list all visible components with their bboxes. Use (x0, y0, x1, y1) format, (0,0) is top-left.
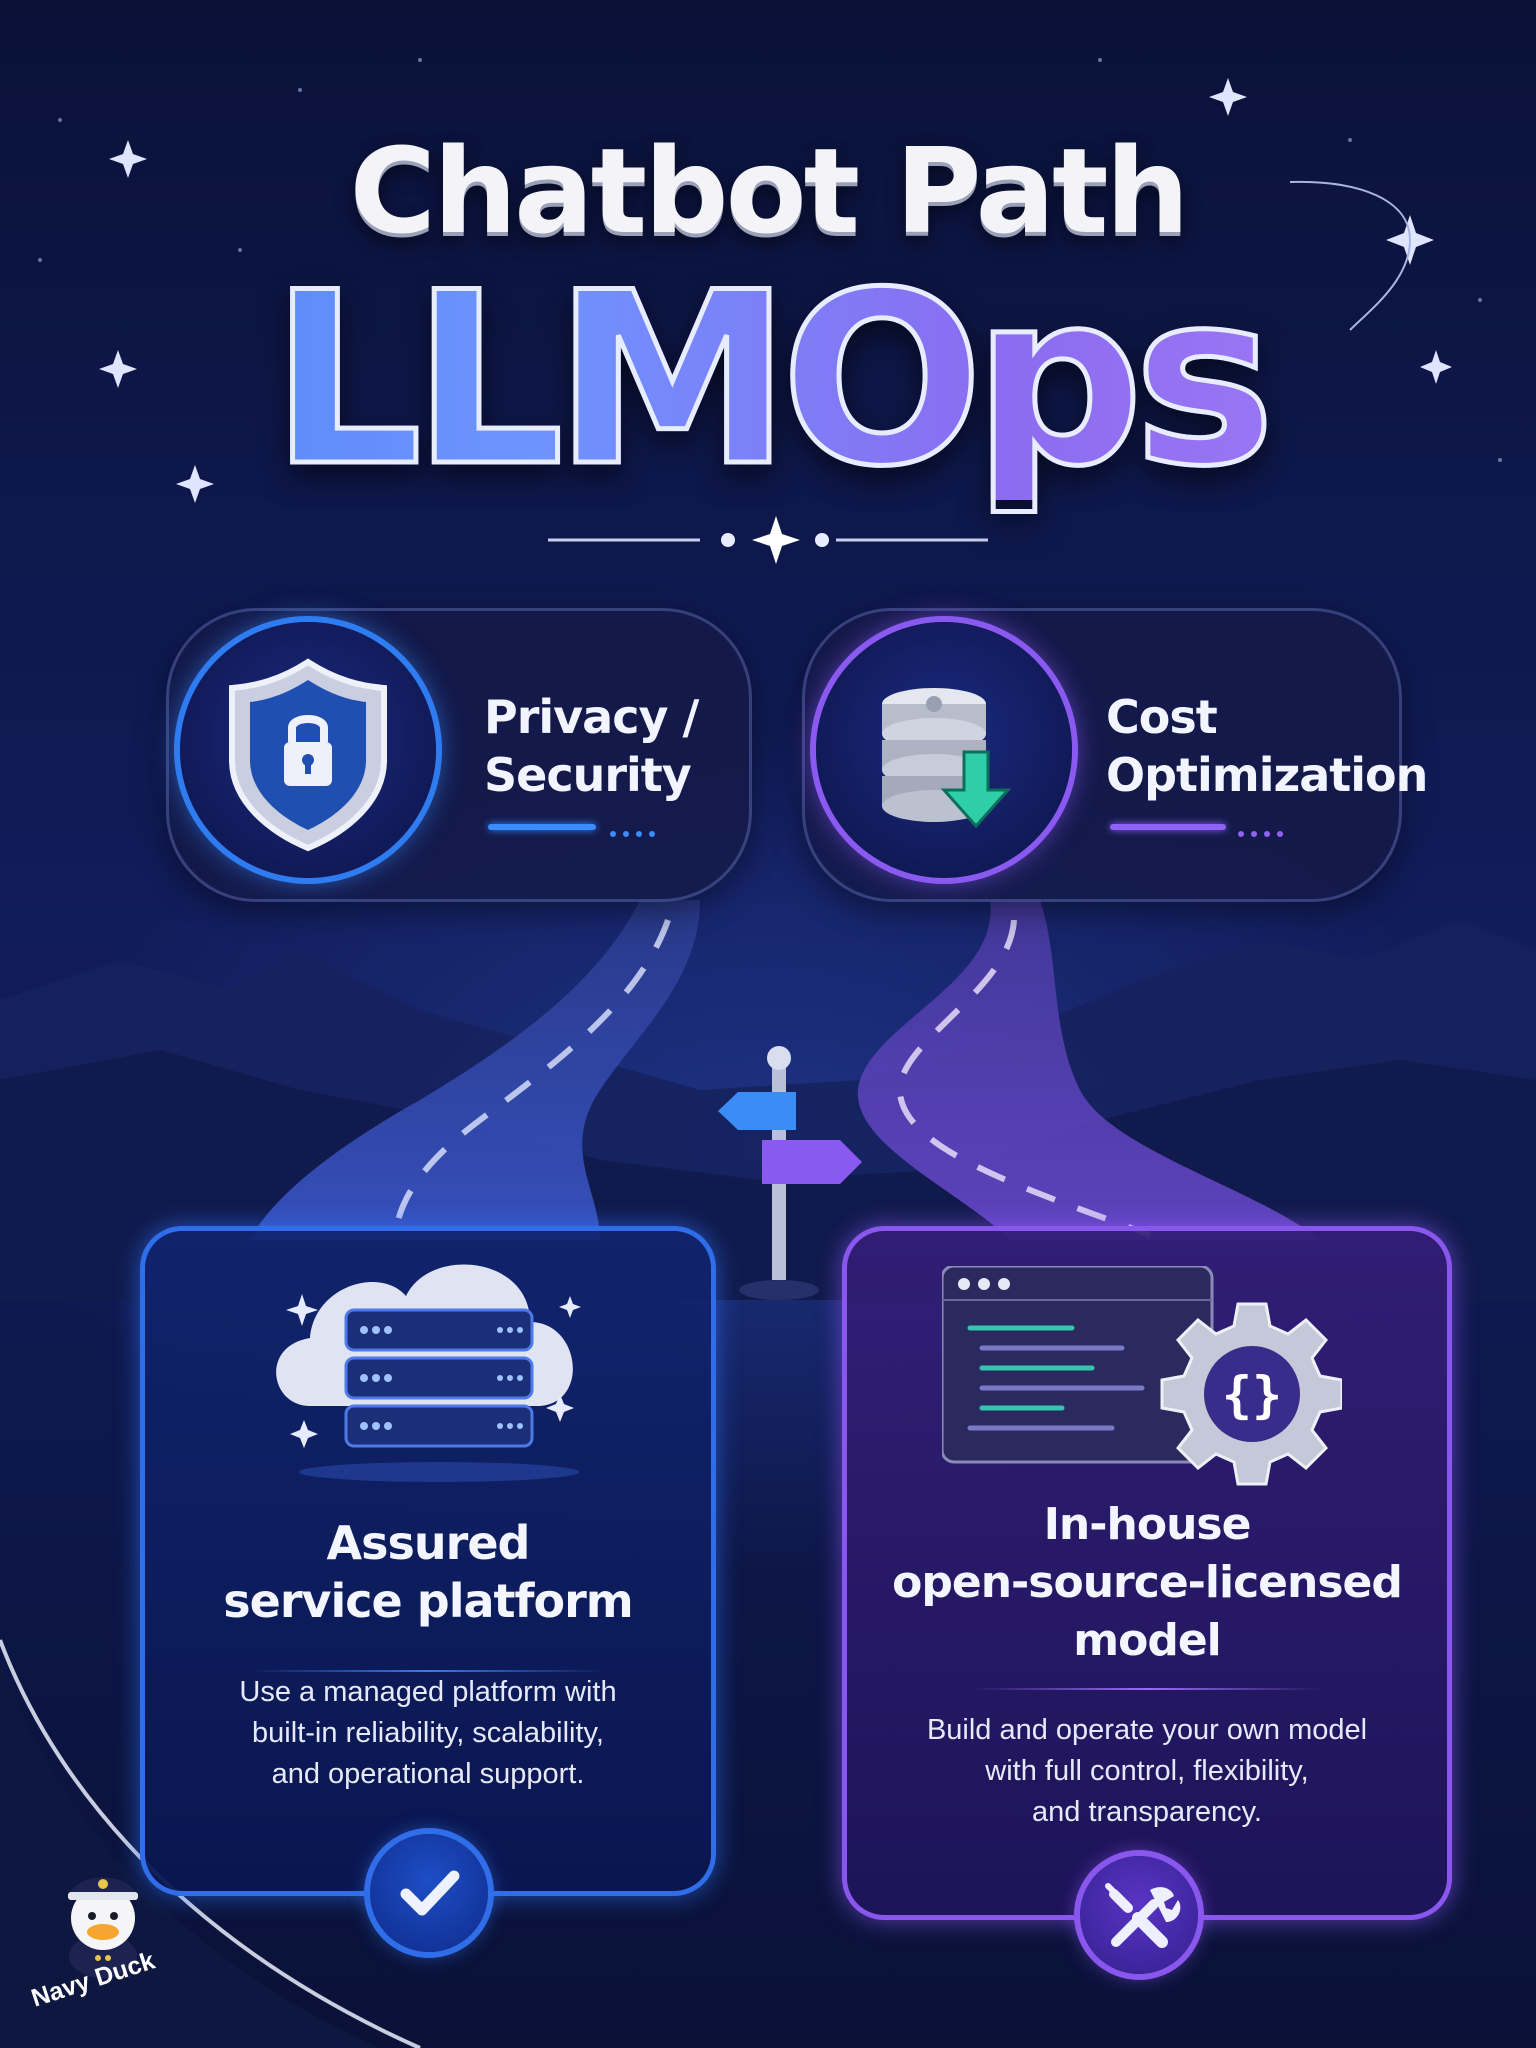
duck-captain-icon (68, 1877, 138, 1978)
title-line-2: LLMOps (0, 259, 1536, 502)
card-heading: Assured service platform (223, 1516, 633, 1628)
checkmark-icon (370, 1834, 488, 1952)
accent-dots (1238, 822, 1290, 841)
card-in-house-model: {} In-house open-source-licensed model B… (842, 1226, 1452, 1974)
option-cost-optimization: Cost Optimization (802, 608, 1428, 902)
cloud-server-icon (276, 1264, 581, 1482)
option-privacy-security: Privacy / Security (166, 608, 752, 902)
shield-lock-icon (180, 622, 436, 878)
accent-dots (610, 822, 662, 841)
title-line-1: Chatbot Path (349, 122, 1189, 260)
card-divider (250, 1670, 606, 1672)
database-down-arrow-icon (816, 622, 1072, 878)
card-divider (972, 1688, 1322, 1690)
card-description: Build and operate your own model with fu… (926, 1714, 1368, 1828)
option-label: Cost Optimization (1106, 690, 1428, 802)
code-window-gear-icon: {} (942, 1266, 1342, 1486)
svg-text:{}: {} (1222, 1366, 1282, 1424)
card-heading: In-house open-source-licensed model (892, 1499, 1403, 1666)
card-assured-service-platform: Assured service platform Use a managed p… (140, 1226, 716, 1952)
accent-bar (488, 824, 596, 830)
tools-icon (1080, 1856, 1198, 1974)
accent-bar (1110, 824, 1226, 830)
option-label: Privacy / Security (484, 690, 699, 802)
card-description: Use a managed platform with built-in rel… (239, 1676, 617, 1790)
